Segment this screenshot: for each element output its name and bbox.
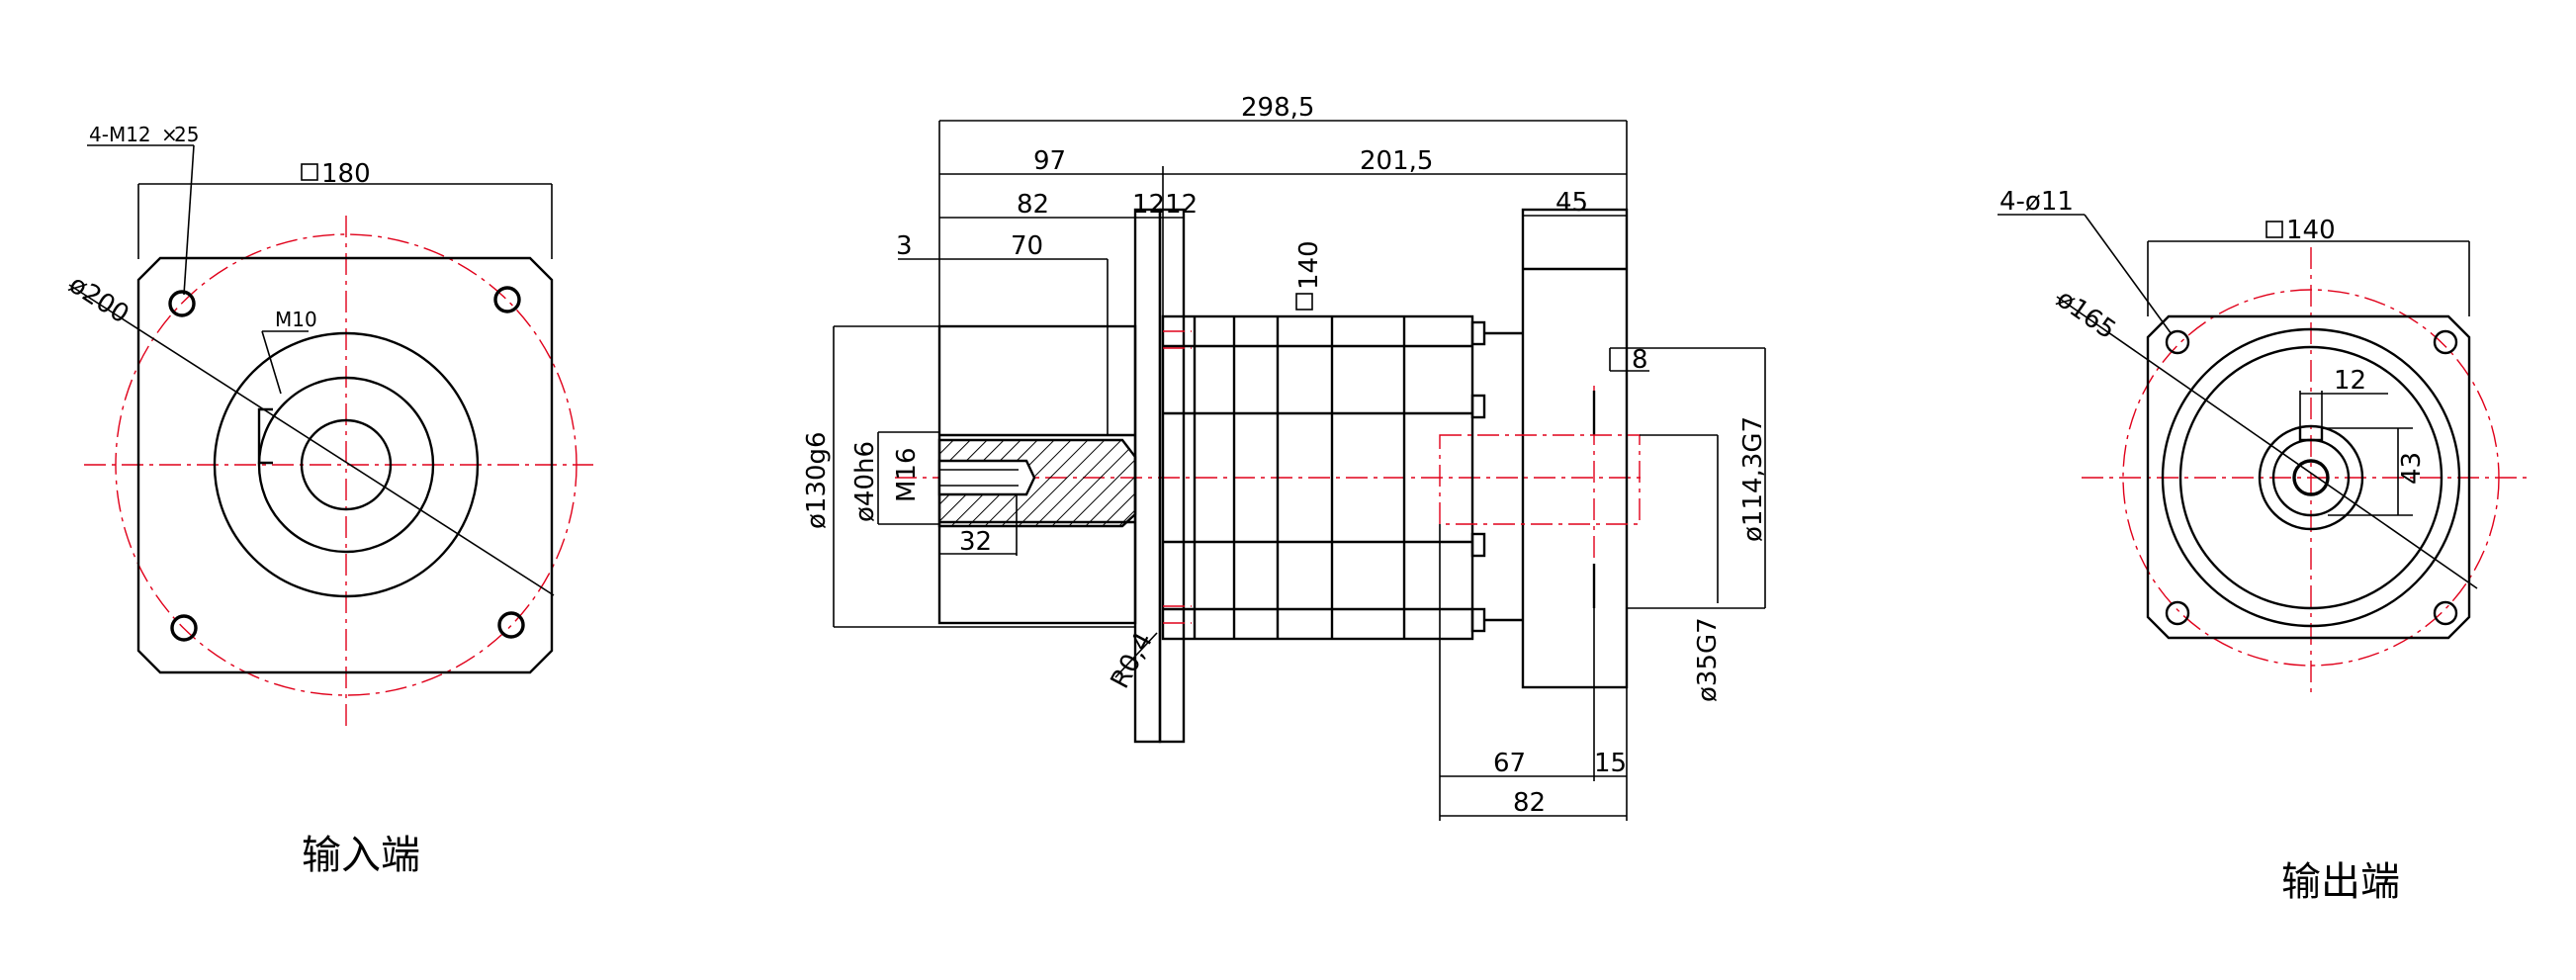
flange-bolt-4 — [1470, 607, 1486, 633]
input-caption: 输入端 — [302, 833, 420, 878]
dim-70: 70 — [1011, 231, 1043, 261]
dim-45: 45 — [1555, 188, 1588, 218]
output-key-label: 12 — [2334, 366, 2366, 396]
output-end-view: 140 4-ø11 ø165 12 43 输出端 — [1998, 187, 2532, 905]
input-bore-ring — [257, 376, 435, 554]
dim-r-leader — [1114, 632, 1158, 678]
input-tap-leader — [261, 330, 282, 395]
input-bolt-leader — [183, 144, 195, 296]
output-shaft-hidden — [1439, 434, 1641, 525]
input-inner-bore — [300, 418, 393, 511]
output-recess-ring — [2178, 345, 2443, 610]
dim-dia40: ø40h6 — [850, 441, 880, 522]
output-shaft-center — [2292, 459, 2330, 496]
input-pitch-circle — [115, 233, 577, 696]
dim-82-top: 82 — [1017, 190, 1049, 220]
dim-dia35: ø35G7 — [1693, 617, 1723, 702]
output-square-symbol — [2265, 221, 2283, 238]
flange-bolt-3 — [1470, 532, 1486, 558]
output-diameter-label: ø165 — [2051, 284, 2121, 345]
output-outer-ring — [2161, 327, 2461, 628]
adapter-plate-2 — [1158, 208, 1186, 744]
output-keyway — [2298, 428, 2324, 442]
output-flange — [1521, 208, 1629, 689]
output-square-label: 140 — [2286, 216, 2336, 245]
input-bolt-label: 4-M12 — [89, 123, 151, 146]
dim-67: 67 — [1493, 749, 1526, 778]
dim-201: 201,5 — [1360, 146, 1433, 176]
dim-8: 8 — [1632, 345, 1648, 375]
output-caption: 输出端 — [2281, 859, 2400, 905]
input-square-symbol — [301, 163, 318, 181]
input-flange-square — [136, 256, 554, 674]
output-holes-label: 4-ø11 — [1999, 187, 2074, 217]
dim-dia114: ø114,3G7 — [1738, 416, 1768, 542]
dim-15: 15 — [1594, 749, 1627, 778]
input-bolt-depth: 25 — [174, 123, 199, 146]
output-flange-square — [2146, 314, 2471, 640]
output-key-height: 43 — [2397, 452, 2427, 485]
dim-overall: 298,5 — [1241, 93, 1314, 123]
dim-r04: R0,4 — [1106, 628, 1159, 694]
input-square-label: 180 — [321, 159, 371, 189]
input-bolt-hole-bl — [170, 614, 198, 642]
input-bolt-hole-br — [497, 611, 525, 639]
input-outer-ring — [213, 331, 480, 598]
flange-bolt-1 — [1470, 320, 1486, 346]
output-hole-bl — [2165, 600, 2190, 626]
dim-dia130: ø130g6 — [802, 431, 832, 529]
input-diameter-line — [68, 284, 555, 596]
dim-82-bottom: 82 — [1513, 788, 1546, 818]
input-tapped-hole — [937, 459, 1036, 496]
output-hole-tl — [2165, 329, 2190, 355]
dim-97: 97 — [1033, 146, 1066, 176]
input-keyway — [257, 407, 273, 465]
dim-32: 32 — [959, 527, 992, 557]
dim-sq140: 140 — [1294, 240, 1324, 290]
output-holes-leader — [2084, 214, 2173, 335]
input-tap-label: M10 — [275, 308, 317, 331]
dim-m16: M16 — [892, 447, 922, 502]
gearbox-housing — [1161, 314, 1474, 641]
output-pitch-circle — [2122, 289, 2500, 667]
input-diameter-label: ø200 — [63, 270, 133, 330]
output-hole-br — [2433, 600, 2458, 626]
dim-3: 3 — [896, 231, 913, 261]
output-diameter-line — [2056, 296, 2478, 589]
output-hole-tr — [2433, 329, 2458, 355]
dim-1212: 1212 — [1132, 190, 1198, 220]
input-end-view: ø200 180 4-M12 × 25 M10 输入端 — [63, 123, 593, 878]
input-bolt-times: × — [161, 123, 178, 146]
input-bolt-hole-tr — [493, 286, 521, 313]
input-bolt-hole-tl — [168, 290, 196, 317]
flange-bolt-2 — [1470, 394, 1486, 419]
side-view: 298,5 97 201,5 82 1212 45 3 70 140 8 ø13… — [802, 93, 1768, 821]
output-shaft-ring — [2258, 424, 2364, 531]
dim-sq-symbol — [1295, 293, 1313, 311]
